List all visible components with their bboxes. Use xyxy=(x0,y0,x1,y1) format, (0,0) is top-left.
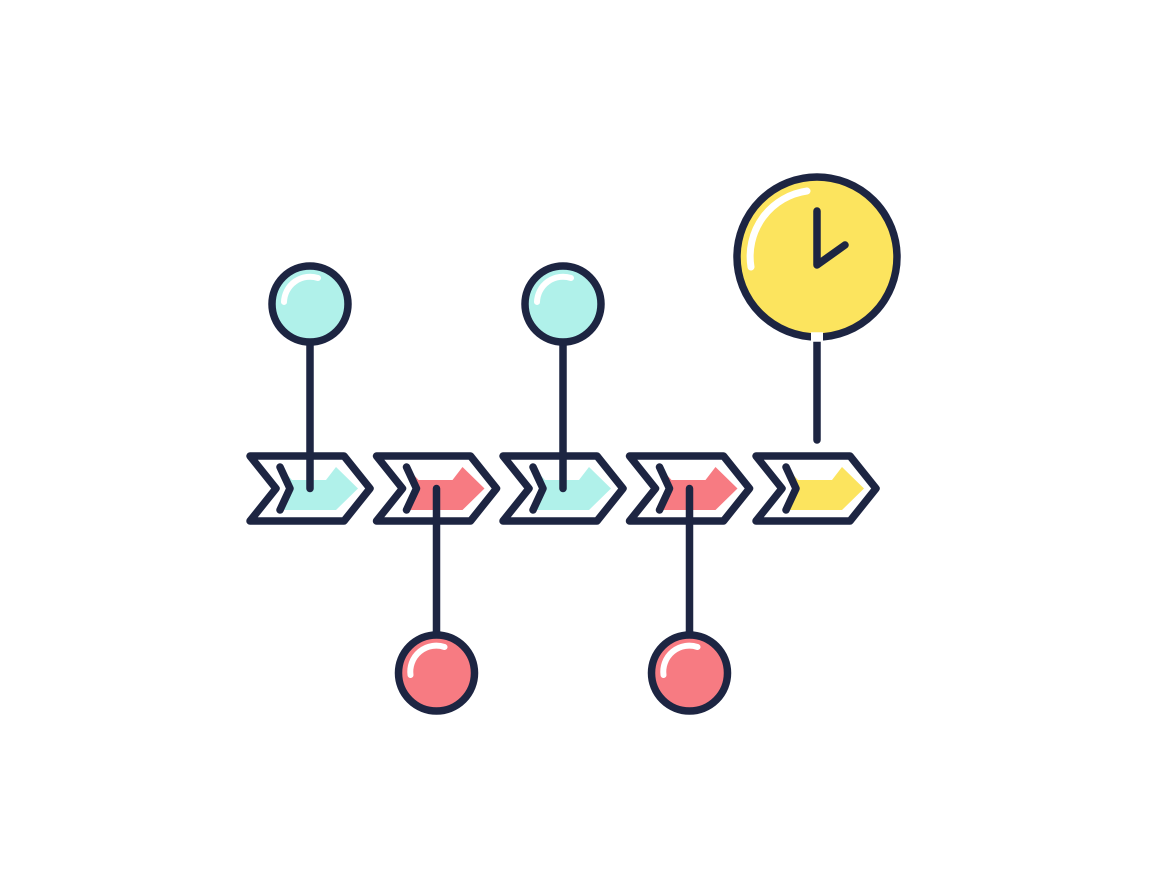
clock-hands xyxy=(813,207,849,269)
pin-shine xyxy=(660,642,701,678)
timeline-step-1 xyxy=(246,262,374,525)
clock-shine xyxy=(746,187,811,271)
timeline-step-4 xyxy=(625,452,754,715)
clock-icon xyxy=(733,173,901,342)
chevron-notch xyxy=(655,463,674,514)
chevron-highlight xyxy=(786,467,842,480)
pin-shine xyxy=(407,642,448,678)
timeline-step-2 xyxy=(372,452,501,715)
chevron-notch xyxy=(276,463,294,514)
pin-shine xyxy=(281,273,321,305)
pin-shine xyxy=(534,273,574,305)
chevron-highlight xyxy=(659,467,716,480)
chevron-notch xyxy=(782,463,800,514)
timeline-step-3 xyxy=(499,262,627,525)
chevron-notch xyxy=(529,463,547,514)
timeline-step-5 xyxy=(733,173,901,525)
timeline-steps xyxy=(246,173,901,715)
chevron-highlight xyxy=(406,467,463,480)
chevron-notch xyxy=(402,463,421,514)
